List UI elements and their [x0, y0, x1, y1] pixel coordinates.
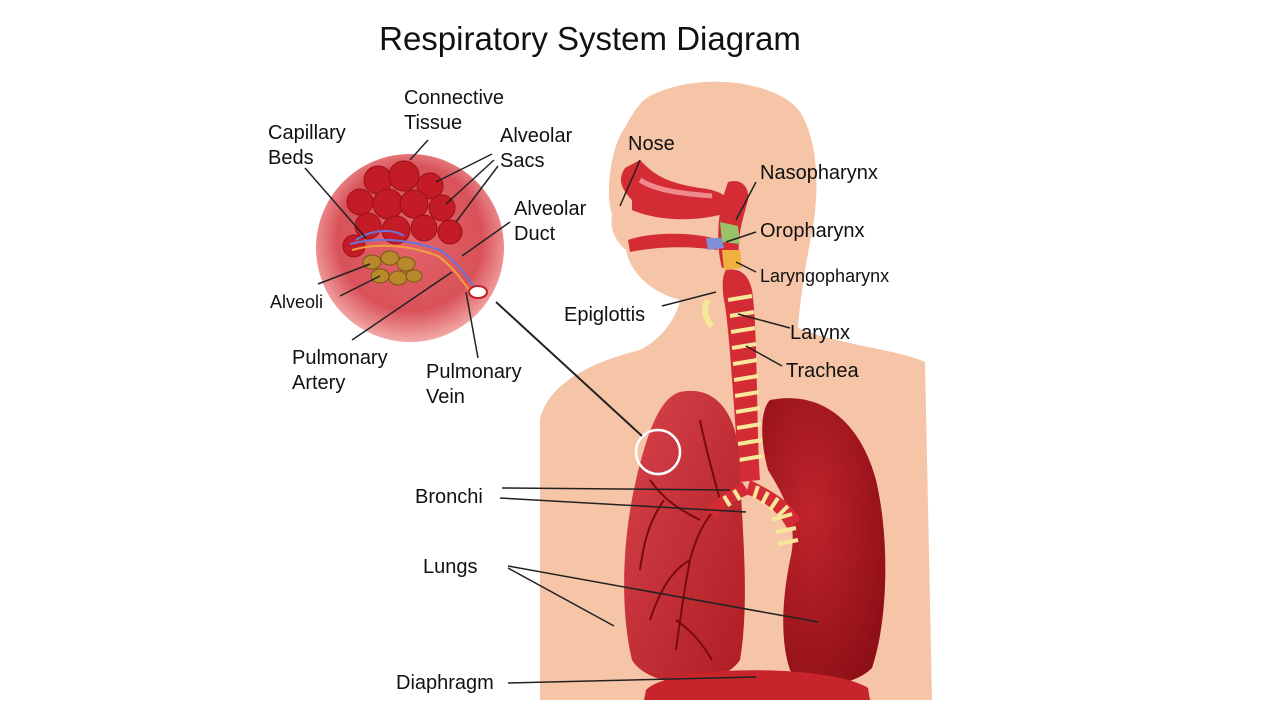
label-lungs: Lungs	[423, 556, 478, 578]
label-laryngopharynx: Laryngopharynx	[760, 266, 890, 286]
trachea-shape	[722, 269, 760, 482]
label-bronchi: Bronchi	[415, 486, 483, 508]
label-alveoli: Alveoli	[270, 292, 324, 312]
diagram-title: Respiratory System Diagram	[379, 20, 801, 57]
epiglottis-shape	[702, 298, 715, 329]
zoom-connector	[495, 301, 643, 437]
label-diaphragm: Diaphragm	[396, 672, 494, 694]
zoom-indicator	[634, 428, 682, 476]
bronchi-cartilage	[722, 485, 799, 546]
capillary-vessels	[349, 230, 479, 295]
label-alveolar-duct: Alveolar Duct	[514, 198, 587, 245]
label-epiglottis: Epiglottis	[564, 304, 646, 326]
label-larynx: Larynx	[790, 322, 851, 344]
label-oropharynx: Oropharynx	[760, 220, 865, 242]
label-pulmonary-vein: Pulmonary Vein	[426, 361, 522, 408]
right-lung	[762, 398, 886, 685]
label-nose: Nose	[628, 133, 675, 155]
leader-lines	[304, 139, 819, 684]
laryngopharynx-region	[722, 250, 742, 270]
label-capillary-beds: Capillary Beds	[268, 122, 346, 169]
pharynx-shape	[718, 180, 749, 268]
label-alveolar-sacs: Alveolar Sacs	[500, 125, 573, 172]
mouth-shape	[628, 233, 718, 252]
tongue-base	[706, 238, 724, 250]
label-pulmonary-artery: Pulmonary Artery	[292, 347, 388, 394]
label-nasopharynx: Nasopharynx	[760, 162, 878, 184]
duct-opening	[468, 285, 488, 299]
label-connective-tissue: Connective Tissue	[404, 87, 505, 134]
trachea-rings	[727, 294, 764, 462]
label-trachea: Trachea	[786, 360, 859, 382]
nasal-passage	[638, 177, 713, 199]
